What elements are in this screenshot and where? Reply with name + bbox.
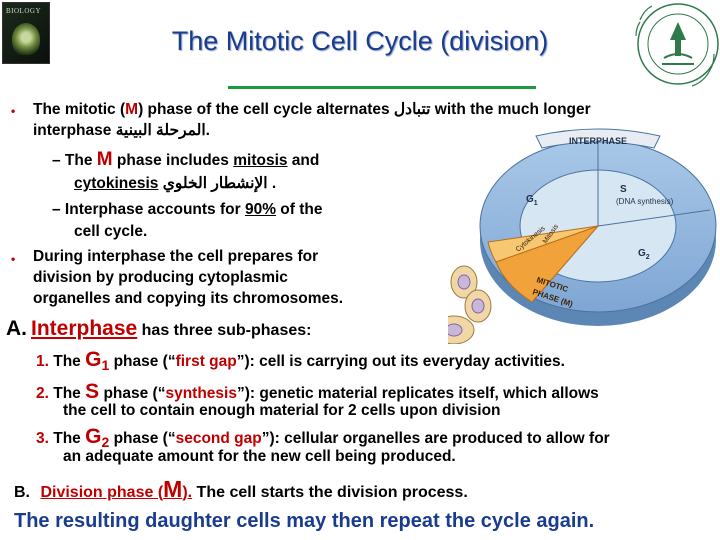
university-seal-logo [635,3,719,87]
section-a-heading: A.Interphase has three sub-phases: [6,317,311,341]
bullet-interphase-prep-1: During interphase the cell prepares for [33,248,319,265]
division-phase-text: Division phase [40,484,154,501]
dash-interphase-line2: cell cycle. [74,223,148,240]
bullet-marker: • [11,252,16,266]
subphase-text: phase (“ [109,430,176,447]
bullet-marker: • [11,104,16,118]
arabic-term: المرحلة البينية [115,122,206,139]
section-b-heading: B. Division phase (M). The cell starts t… [14,476,468,503]
section-a-label: A. [6,317,27,340]
section-a-rest: has three sub-phases: [137,322,312,339]
dash-m-phase-line2: cytokinesis الإنشطار الخلوي . [74,175,276,193]
book-cover-image: BIOLOGY [2,2,50,64]
dash-text: of the [275,201,323,218]
cell-cycle-diagram: INTERPHASE G1 S (DNA synthesis) G2 MITOT… [448,128,717,344]
bullet-text: ) phase of the cell cycle alternates [138,101,394,118]
subphase-s: 2. The S phase (“synthesis”): genetic ma… [36,380,599,403]
plant-illustration [12,23,40,55]
g1-phase-letter: G [85,348,102,371]
bullet-text: The mitotic ( [33,101,126,118]
dash-interphase-percent: – Interphase accounts for 90% of the [52,201,322,219]
subphase-text: phase (“ [109,353,176,370]
subphase-text: The [53,430,86,447]
subphase-text: The [53,353,86,370]
subphase-number: 2. [36,385,49,402]
subphase-text: phase (“ [99,385,166,402]
section-b-label: B. [14,484,30,501]
g2-phase-letter: G [85,425,102,448]
book-cover-title: BIOLOGY [6,7,41,15]
bullet-interphase-prep-2: division by producing cytoplasmic [33,269,288,286]
bullet-mitotic-phase: The mitotic (M) phase of the cell cycle … [33,101,720,119]
s-phase-letter: S [85,380,100,403]
section-b-rest: The cell starts the division process. [192,484,468,501]
bullet-interphase-prep-3: organelles and copying its chromosomes. [33,290,344,307]
subphase-s-line2: the cell to contain enough material for … [63,402,501,419]
arabic-term: تتبادل [393,101,431,118]
division-phase-term: Division phase (M). [40,476,193,502]
dash-text: phase includes [112,152,234,169]
subphase-number: 3. [36,430,49,447]
m-letter: M [125,101,139,118]
subphase-text: The [53,385,86,402]
interphase-label: INTERPHASE [569,136,627,146]
mitosis-term: mitosis [233,152,288,169]
page-title: The Mitotic Cell Cycle (division) [171,26,549,56]
subphase-number: 1. [36,353,49,370]
arabic-term: الإنشطار الخلوي [162,175,268,192]
dash-text: – The [52,152,97,169]
subphase-text: ”): cellular organelles are produced to … [261,430,610,447]
bullet-text: with the much longer [430,101,591,118]
g1-phase-sub: 1 [101,357,110,374]
cytokinesis-term: cytokinesis [74,175,159,192]
subphase-g2-line2: an adequate amount for the new cell bein… [63,448,456,465]
subphase-g1: 1. The G1 phase (“first gap”): cell is c… [36,348,565,374]
percent-value: 90% [244,201,276,218]
interphase-term: Interphase [31,317,138,340]
dash-text: . [267,175,277,192]
dash-m-phase: – The M phase includes mitosis and [52,149,320,170]
m-letter: M [96,149,113,170]
dash-text: – Interphase accounts for [52,201,245,218]
subphase-text: ”): genetic material replicates itself, … [236,385,599,402]
synthesis-term: synthesis [165,385,237,402]
bullet-text: interphase [33,122,116,139]
dividing-cell-illustration [448,265,492,344]
bullet-text: . [205,122,210,139]
s-description: (DNA synthesis) [616,197,674,206]
dash-text: and [287,152,320,169]
g2-phase-sub: 2 [101,434,110,451]
subphase-g2: 3. The G2 phase (“second gap”): cellular… [36,425,610,451]
paren-close: ). [182,484,193,501]
paren-open: ( [153,484,164,501]
m-letter: M [163,476,183,502]
second-gap-term: second gap [175,430,262,447]
subphase-text: ”): cell is carrying out its everyday ac… [236,353,565,370]
closing-statement: The resulting daughter cells may then re… [14,510,595,532]
g2-label: G2 [638,248,650,261]
s-label: S [620,184,627,195]
bullet-mitotic-phase-line2: interphase المرحلة البينية. [33,122,210,140]
g1-label: G1 [526,194,538,207]
first-gap-term: first gap [175,353,237,370]
title-underline [228,86,536,89]
